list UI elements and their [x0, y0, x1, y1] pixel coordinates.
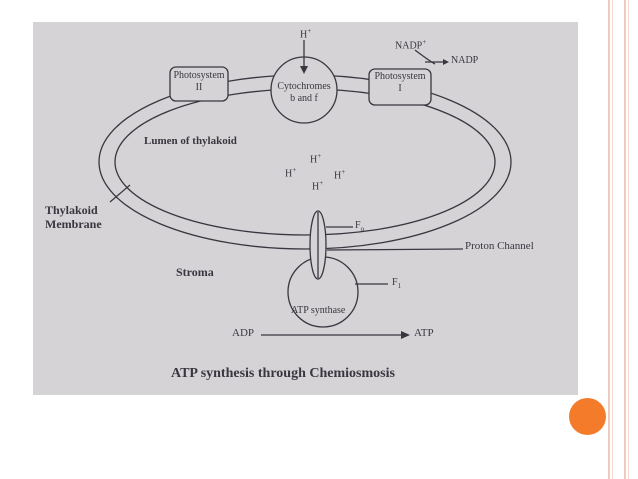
- diagram-photo: H+ NADP+ NADP Photosystem II Cytochromes…: [33, 22, 578, 395]
- border-line: [608, 0, 610, 479]
- thylakoid-membrane-label: Thylakoid Membrane: [45, 203, 102, 231]
- diagram-caption: ATP synthesis through Chemiosmosis: [171, 366, 395, 381]
- proton-channel-label: Proton Channel: [465, 240, 534, 252]
- border-line: [628, 0, 629, 479]
- h-ion-top-label: H+: [300, 27, 312, 41]
- h-ion-label: H+: [310, 152, 322, 166]
- photosystem-i-box: [368, 68, 432, 106]
- cytochromes-label: Cytochromes b and f: [277, 81, 331, 104]
- h-ion-label: H+: [312, 179, 324, 193]
- orange-circle-decoration: [569, 398, 606, 435]
- f0-label: Fo: [355, 220, 365, 233]
- photosystem-i-label: Photosystem I: [374, 71, 426, 94]
- h-ion-label: H+: [285, 166, 297, 180]
- atp-synthase-label: ATP synthase: [291, 305, 346, 316]
- border-line: [624, 0, 626, 479]
- photosystem-ii-box: [169, 66, 229, 102]
- nadp-plus-label: NADP+: [395, 38, 427, 52]
- diagram-drawing: [98, 40, 512, 339]
- nadp-curve: [414, 49, 436, 65]
- atp-label: ATP: [414, 327, 434, 339]
- stroma-label: Stroma: [176, 265, 214, 279]
- lumen-label: Lumen of thylakoid: [144, 135, 237, 147]
- border-line: [612, 0, 613, 479]
- nadp-label: NADP: [451, 55, 479, 66]
- photosystem-ii-label: Photosystem II: [173, 70, 225, 93]
- f1-label: F1: [392, 277, 402, 290]
- h-ion-label: H+: [334, 168, 346, 182]
- adp-label: ADP: [232, 327, 255, 339]
